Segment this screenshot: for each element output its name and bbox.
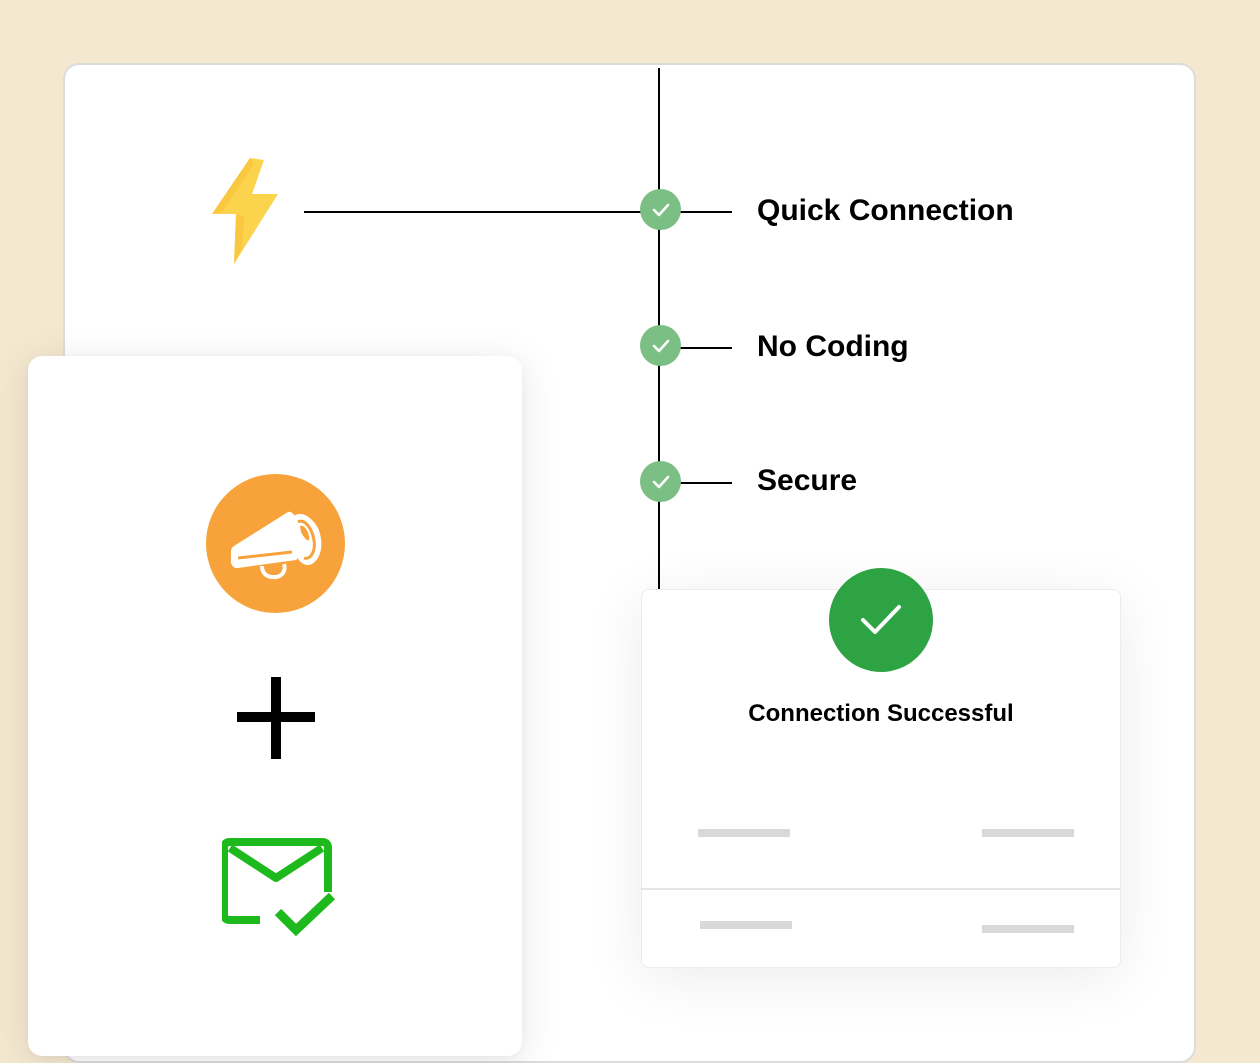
plus-icon <box>237 677 315 759</box>
mail-check-icon <box>222 838 336 937</box>
check-circle-icon <box>640 325 681 366</box>
row-divider <box>641 888 1121 890</box>
feature-connector <box>680 482 732 484</box>
feature-label-quick-connection: Quick Connection <box>757 194 1014 227</box>
main-horizontal-connector <box>304 211 732 213</box>
placeholder-bar <box>700 921 792 929</box>
placeholder-bar <box>698 829 790 837</box>
lightning-bolt-icon <box>212 158 278 264</box>
feature-connector <box>680 347 732 349</box>
placeholder-bar <box>982 925 1074 933</box>
placeholder-bar <box>982 829 1074 837</box>
check-circle-icon <box>640 189 681 230</box>
success-title: Connection Successful <box>748 700 1014 727</box>
success-check-icon <box>829 568 933 672</box>
feature-label-secure: Secure <box>757 464 858 497</box>
feature-label-no-coding: No Coding <box>757 330 909 363</box>
megaphone-icon <box>206 474 345 613</box>
check-circle-icon <box>640 461 681 502</box>
